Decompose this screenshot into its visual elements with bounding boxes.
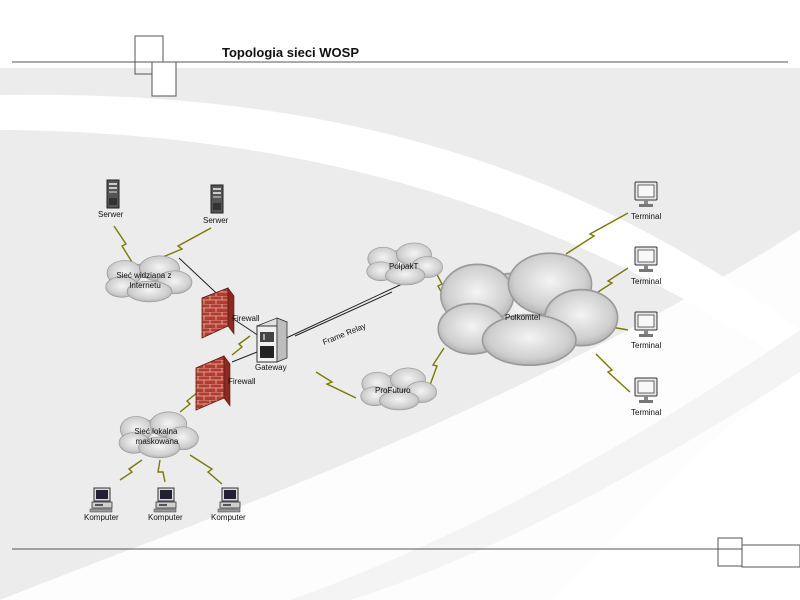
gateway-label: Gateway [255, 363, 287, 372]
polpak-label: PolpakT [389, 262, 418, 271]
server2-label: Serwer [203, 216, 229, 225]
lan-network-label: Sieć lokalna maskowana [134, 427, 179, 446]
frame-relay-line [281, 277, 416, 341]
bolt-firewall-gateway [231, 335, 251, 356]
terminal4-label: Terminal [631, 408, 661, 417]
gateway-icon [255, 317, 289, 363]
footer-decoration [12, 537, 800, 568]
link-gateway-polpak [294, 291, 393, 337]
page-title: Topologia sieci WOSP [222, 45, 359, 60]
bolt-lan-pc1 [119, 459, 143, 481]
firewall-bottom-label: Firewall [228, 377, 256, 386]
bolt-profuturo-polkomtel [429, 347, 445, 386]
terminal3-label: Terminal [631, 341, 661, 350]
terminal2-label: Terminal [631, 277, 661, 286]
firewall-top-icon [201, 287, 235, 339]
computer2-label: Komputer [148, 513, 183, 522]
header-decoration [12, 35, 788, 97]
computer3-label: Komputer [211, 513, 246, 522]
firewall-top-label: Firewall [232, 314, 260, 323]
lan-network-label-line2: maskowana [136, 437, 179, 446]
firewall-bottom-icon [195, 355, 231, 411]
terminal1-label: Terminal [631, 212, 661, 221]
polkomtel-label: Polkomtel [505, 313, 540, 322]
bolt-gateway-profuturo [315, 371, 357, 399]
labels: Serwer Serwer Sieć widziana z Internetu … [84, 210, 661, 522]
bolt-lan-pc3 [189, 454, 223, 485]
internet-network-label: Sieć widziana z Internetu [116, 271, 173, 290]
server-icon [106, 179, 120, 209]
internet-network-label-line1: Sieć widziana z [116, 271, 171, 280]
server-icon [210, 184, 224, 214]
computer1-label: Komputer [84, 513, 119, 522]
bolt-polkomtel-terminal2 [597, 267, 629, 293]
background-decoration [0, 68, 800, 600]
lan-network-label-line1: Sieć lokalna [134, 427, 178, 436]
profuturo-label: ProFuturo [375, 386, 411, 395]
link-gateway-firewall2 [231, 351, 258, 363]
bolt-polkomtel-terminal1 [565, 212, 629, 255]
server1-label: Serwer [98, 210, 124, 219]
bolt-lan-firewall [179, 391, 199, 413]
bolt-polkomtel-terminal4 [595, 353, 631, 393]
bolt-server1-internet [113, 225, 133, 263]
internet-network-label-line2: Internetu [129, 281, 161, 290]
bolt-lan-pc2 [157, 459, 166, 483]
